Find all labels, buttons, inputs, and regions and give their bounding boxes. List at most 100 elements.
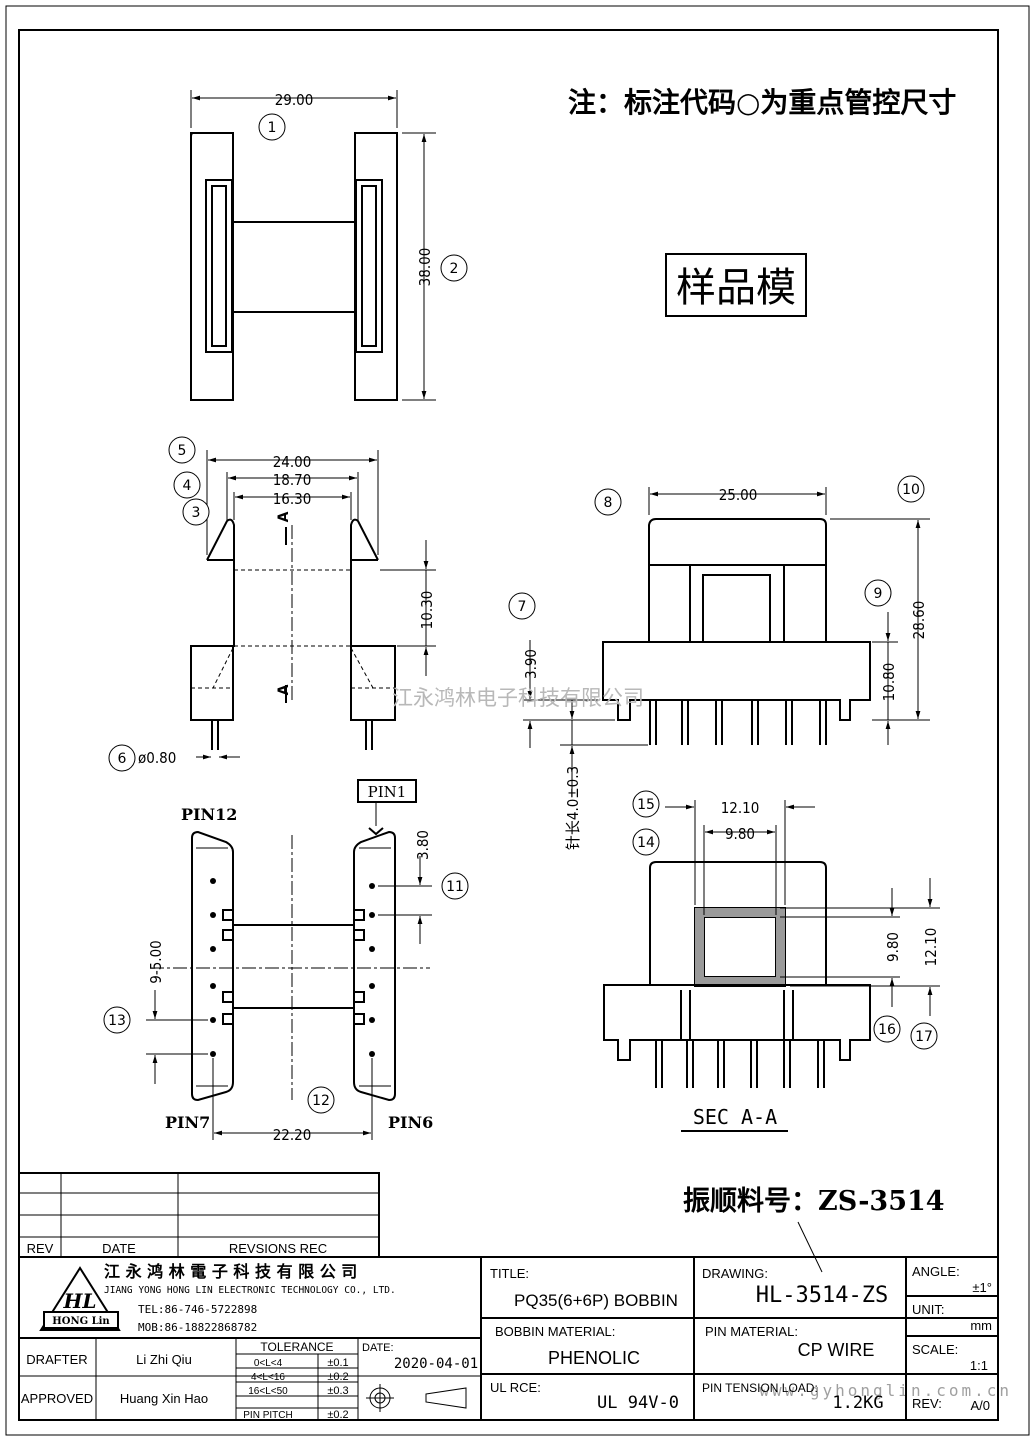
dim-28-60: 28.60 xyxy=(910,601,928,640)
section-mark-a-bottom: A xyxy=(276,684,292,695)
unit-label: UNIT: xyxy=(912,1302,945,1317)
callout-17: 17 xyxy=(915,1029,933,1045)
part-number: 振顺料号：ZS-3514 xyxy=(683,1186,945,1217)
angle-label: ANGLE: xyxy=(912,1264,960,1279)
label-pin12: PIN12 xyxy=(181,805,237,824)
callout-13: 13 xyxy=(108,1013,126,1029)
dim-12-10-h: 12.10 xyxy=(922,928,940,967)
tol-value-3: ±0.2 xyxy=(327,1409,348,1421)
watermark: 江永鸿林电子科技有限公司 xyxy=(392,686,644,710)
pin-tension-value: 1.2KG xyxy=(832,1393,883,1413)
section-label: SEC A-A xyxy=(693,1105,777,1129)
unit-value: mm xyxy=(970,1318,992,1333)
scale-value: 1:1 xyxy=(970,1358,988,1373)
pin-material-value: CP WIRE xyxy=(798,1340,875,1360)
dim-18-70: 18.70 xyxy=(273,471,312,489)
dim-10-80: 10.80 xyxy=(880,663,898,702)
tol-value-1: ±0.2 xyxy=(327,1371,348,1383)
rev-value: A/0 xyxy=(970,1398,990,1413)
date-col-header: DATE xyxy=(102,1241,136,1256)
dim-24: 24.00 xyxy=(273,453,312,471)
side-view: 25.00 28.60 10.80 3.90 针长4.0±0.3 8 10 9 … xyxy=(508,475,930,850)
title-value: PQ35(6+6P) BOBBIN xyxy=(514,1291,678,1310)
dim-12-10-w: 12.10 xyxy=(721,799,760,817)
tol-value-2: ±0.3 xyxy=(327,1385,348,1397)
drawing-value: HL-3514-ZS xyxy=(756,1283,888,1308)
company-mob: MOB:86-18822868782 xyxy=(138,1321,257,1334)
bottom-view: PIN12 PIN1 PIN7 PIN6 3.80 9-5.00 22.20 1… xyxy=(103,779,469,1144)
tol-value-0: ±0.1 xyxy=(327,1357,348,1369)
dim-height-38: 38.00 xyxy=(416,248,434,287)
tol-range-2: 16<L<50 xyxy=(248,1386,288,1397)
callout-6: 6 xyxy=(118,751,127,767)
pin-material-label: PIN MATERIAL: xyxy=(705,1324,798,1339)
label-pin1: PIN1 xyxy=(368,783,407,801)
ul-label: UL RCE: xyxy=(490,1380,541,1395)
top-view: 29.00 38.00 1 2 xyxy=(190,90,468,401)
callout-1: 1 xyxy=(268,120,277,136)
tol-range-0: 0<L<4 xyxy=(254,1358,283,1369)
watermark-url: www.gyhonglin.com.cn xyxy=(759,1381,1012,1400)
dim-16-30: 16.30 xyxy=(273,490,312,508)
dim-10-30: 10.30 xyxy=(418,591,436,630)
dim-pin-dia: ø0.80 xyxy=(138,749,176,767)
outer-border xyxy=(5,5,1030,1436)
date-label: DATE: xyxy=(362,1342,394,1354)
tol-range-3: PIN PITCH xyxy=(243,1410,292,1421)
callout-14: 14 xyxy=(637,835,655,851)
drafter-name: Li Zhi Qiu xyxy=(136,1352,192,1367)
rev-col-header: REV xyxy=(27,1241,54,1256)
label-pin6: PIN6 xyxy=(388,1113,433,1132)
title-label: TITLE: xyxy=(490,1266,529,1281)
callout-9: 9 xyxy=(874,586,883,602)
date-value: 2020-04-01 xyxy=(394,1356,478,1372)
callout-16: 16 xyxy=(878,1022,896,1038)
angle-value: ±1° xyxy=(972,1280,992,1295)
company-tel: TEL:86-746-5722898 xyxy=(138,1303,257,1316)
drafter-label: DRAFTER xyxy=(26,1352,87,1367)
callout-8: 8 xyxy=(604,495,613,511)
section-view: 12.10 9.80 9.80 12.10 SEC A-A 15 14 16 1… xyxy=(603,790,940,1132)
dim-pin-length: 针长4.0±0.3 xyxy=(564,766,582,850)
callout-11: 11 xyxy=(446,879,464,895)
logo-text: HL xyxy=(63,1289,97,1313)
callout-15: 15 xyxy=(637,797,655,813)
ul-value: UL 94V-0 xyxy=(597,1393,679,1413)
dim-width-29: 29.00 xyxy=(275,91,314,109)
company-cn: 江 永 鸿 林 電 子 科 技 有 限 公 司 xyxy=(104,1262,357,1281)
dim-22-20: 22.20 xyxy=(273,1126,312,1144)
dim-3-90: 3.90 xyxy=(522,649,540,679)
callout-7: 7 xyxy=(518,599,527,615)
dim-9-80-h: 9.80 xyxy=(884,932,902,962)
bobbin-material-value: PHENOLIC xyxy=(548,1348,640,1368)
sample-stamp-box xyxy=(665,253,807,317)
callout-2: 2 xyxy=(450,261,459,277)
callout-5: 5 xyxy=(178,443,187,459)
front-view: A A 24.00 18.70 16.30 10.30 ø0.80 5 4 3 … xyxy=(108,436,436,772)
bobbin-material-label: BOBBIN MATERIAL: xyxy=(495,1324,615,1339)
tolerance-label: TOLERANCE xyxy=(260,1340,333,1354)
rec-col-header: REVSIONS REC xyxy=(229,1241,327,1256)
approved-name: Huang Xin Hao xyxy=(120,1391,208,1406)
rev-label: REV: xyxy=(912,1396,942,1411)
section-mark-a-top: A xyxy=(276,511,292,522)
dim-pitch: 9-5.00 xyxy=(147,940,165,984)
dim-25: 25.00 xyxy=(719,486,758,504)
callout-12: 12 xyxy=(312,1093,330,1109)
dim-3-80: 3.80 xyxy=(414,830,432,860)
note-text: 注：标注代码○为重点管控尺寸 xyxy=(568,86,956,119)
tol-range-1: 4<L<16 xyxy=(251,1372,285,1383)
scale-label: SCALE: xyxy=(912,1342,958,1357)
sample-stamp: 样品模 xyxy=(676,265,796,311)
pin-tension-label: PIN TENSION LOAD: xyxy=(702,1381,818,1395)
approved-label: APPROVED xyxy=(21,1391,93,1406)
callout-3: 3 xyxy=(192,505,201,521)
callout-10: 10 xyxy=(902,482,920,498)
callout-4: 4 xyxy=(183,478,192,494)
label-pin7: PIN7 xyxy=(165,1113,210,1132)
company-en: JIANG YONG HONG LIN ELECTRONIC TECHNOLOG… xyxy=(104,1285,396,1296)
logo-sub: HONG Lin xyxy=(52,1316,110,1327)
dim-9-80-w: 9.80 xyxy=(725,825,755,843)
drawing-label: DRAWING: xyxy=(702,1266,768,1281)
